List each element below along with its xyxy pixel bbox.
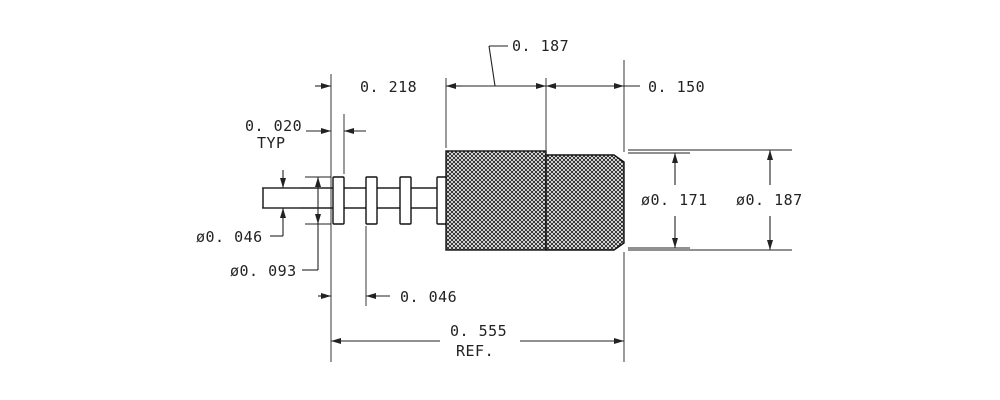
flange-3	[399, 176, 412, 225]
dimension-labels: 0. 187 0. 218 0. 150 0. 020 TYP ø0. 046 …	[196, 37, 803, 360]
dim-top-section: 0. 187	[512, 37, 569, 55]
flange-2	[365, 176, 378, 225]
dimension-lines	[270, 45, 773, 344]
dim-overall-length: 0. 555	[450, 322, 507, 340]
dim-pin-width-note: TYP	[257, 134, 286, 152]
knurled-body	[545, 154, 625, 251]
dim-head-diameter: ø0. 187	[736, 191, 803, 209]
knurled-head	[445, 150, 547, 251]
dim-pin-spacing: 0. 046	[400, 288, 457, 306]
dim-right-section: 0. 150	[648, 78, 705, 96]
part-outline	[262, 150, 625, 251]
dim-pin-width: 0. 020	[245, 117, 302, 135]
dim-overall-length-note: REF.	[456, 342, 494, 360]
dim-body-diameter: ø0. 171	[641, 191, 708, 209]
dim-flange-diameter: ø0. 093	[230, 262, 297, 280]
dim-tail-diameter: ø0. 046	[196, 228, 263, 246]
flange-1	[332, 176, 345, 225]
dim-left-section: 0. 218	[360, 78, 417, 96]
tail-shaft	[262, 187, 449, 209]
